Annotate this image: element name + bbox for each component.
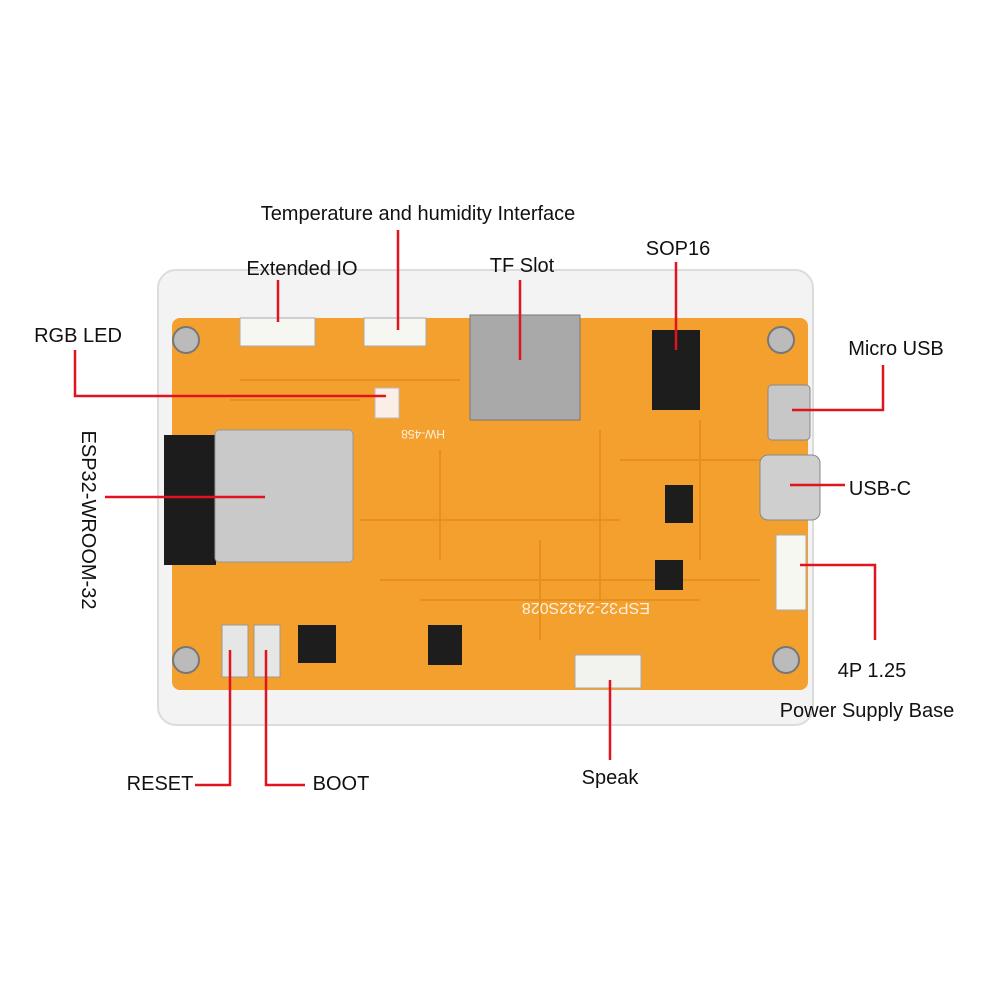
label-reset: RESET <box>127 773 194 795</box>
ic-chip <box>655 560 683 590</box>
label-usb-c: USB-C <box>849 478 911 500</box>
screws <box>172 326 800 674</box>
label-speak: Speak <box>582 767 640 789</box>
power-4p-connector <box>775 534 807 611</box>
ic-chip <box>665 485 693 523</box>
board-model-silkscreen: ESP32-2432S028 <box>522 599 650 616</box>
esp32-antenna <box>164 435 216 565</box>
label-rgb-led: RGB LED <box>34 325 122 347</box>
ic-chip <box>298 625 336 663</box>
micro-usb-port <box>767 384 811 441</box>
ic-chip <box>428 625 462 665</box>
label-4p: 4P 1.25 <box>838 660 907 682</box>
board-hw-silkscreen: HW-458 <box>401 427 445 441</box>
leader-lines <box>73 230 885 787</box>
speaker-connector <box>574 654 642 689</box>
label-esp32: ESP32-WROOM-32 <box>77 431 99 610</box>
reset-button <box>221 624 249 678</box>
pcb-traces <box>230 379 760 640</box>
pcb <box>172 318 808 690</box>
extended-io-connector <box>239 317 316 347</box>
usb-c-port <box>759 454 821 521</box>
tf-slot <box>469 314 581 421</box>
label-power-supply: Power Supply Base <box>780 700 955 722</box>
label-micro-usb: Micro USB <box>848 338 944 360</box>
rgb-led <box>374 387 400 419</box>
label-sop16: SOP16 <box>646 238 710 260</box>
label-temp-humidity: Temperature and humidity Interface <box>261 203 576 225</box>
temp-humidity-connector <box>363 317 427 347</box>
label-boot: BOOT <box>313 773 370 795</box>
label-extended-io: Extended IO <box>246 258 357 280</box>
label-tf-slot: TF Slot <box>490 255 555 277</box>
